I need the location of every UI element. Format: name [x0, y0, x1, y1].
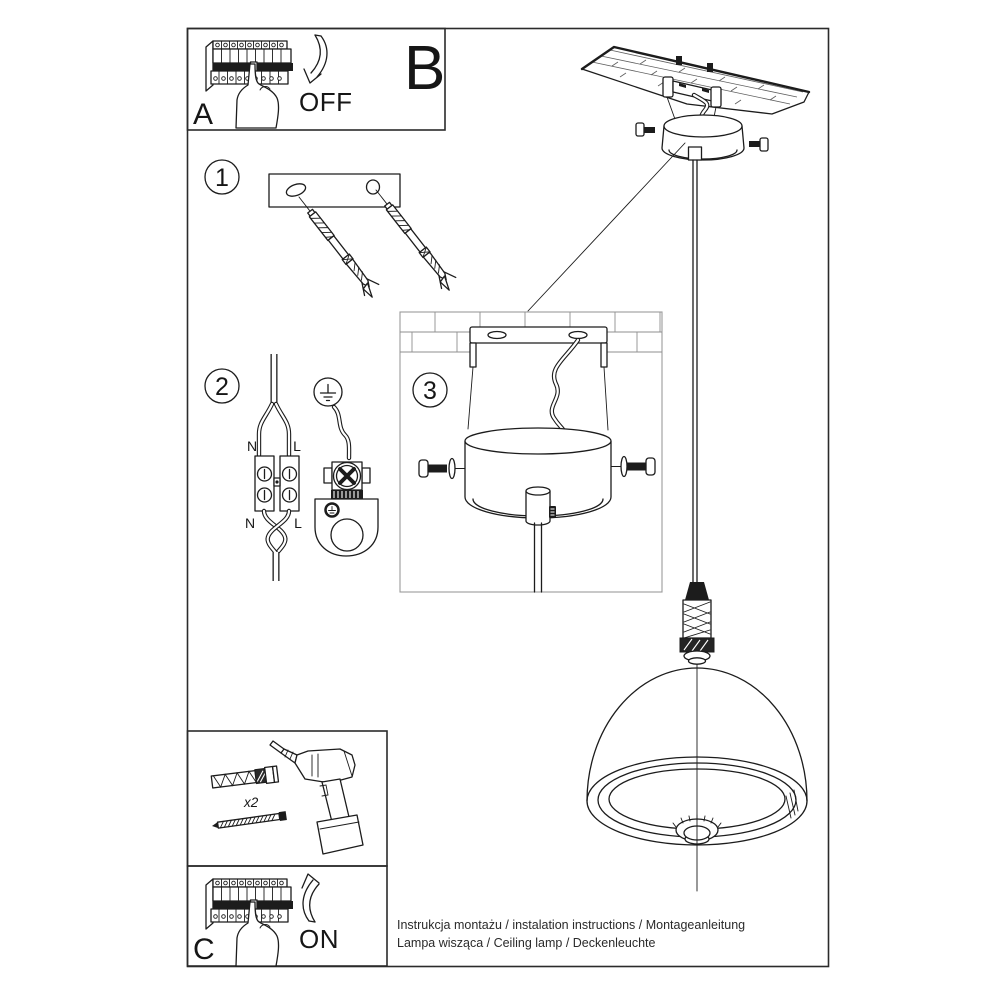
step-1: 1 [204, 159, 461, 301]
pendant-cord [692, 159, 698, 585]
pendant-cord [533, 522, 543, 593]
arrow-up-icon [301, 873, 320, 923]
ceiling-mount-illustration [527, 45, 811, 585]
step-3-number: 3 [423, 377, 437, 405]
panel-a-box [186, 27, 446, 131]
circuit-breaker-illustration [205, 40, 294, 129]
canopy-screw-icon [759, 137, 769, 152]
wall-anchor-icon [210, 765, 280, 789]
panel-a: A OFF [186, 27, 446, 131]
step-2-number: 2 [215, 373, 229, 401]
footer-line-2: Lampa wisząca / Ceiling lamp / Deckenleu… [397, 936, 656, 950]
wire-label-n-bottom: N [245, 515, 255, 531]
section-b-label: B [404, 34, 445, 103]
drill-icon [269, 740, 364, 855]
terminal-block-wiring: N L N L [245, 354, 302, 581]
mounting-plate [268, 173, 401, 208]
step-1-number: 1 [215, 164, 229, 192]
board-pin-icon [676, 56, 682, 65]
ground-connection [313, 377, 379, 557]
screw-anchor-icon [291, 190, 384, 301]
earth-symbol-icon [313, 377, 343, 407]
step-1-badge [204, 159, 240, 195]
footer-line-1: Instrukcja montażu / instalation instruc… [397, 918, 745, 932]
callout-line [527, 142, 686, 312]
mounting-bracket [469, 326, 608, 368]
step-3-box [399, 311, 663, 593]
panel-c-box [186, 865, 388, 967]
board-pin-icon [707, 63, 713, 72]
pendant-lamp [586, 582, 808, 892]
canopy-screw-icon [635, 122, 645, 137]
panel-a-label: A [193, 98, 213, 131]
step-3: 3 [399, 311, 663, 593]
canopy [464, 427, 612, 519]
main-frame [186, 27, 830, 968]
step-2: 2 N L N L [204, 354, 379, 581]
cord-grip [687, 146, 703, 161]
canopy-side-screws [418, 455, 656, 480]
step-3-badge [412, 372, 448, 408]
panel-c: C ON [186, 865, 388, 967]
circuit-breaker-illustration [205, 878, 294, 967]
anchor-quantity: x2 [243, 795, 259, 810]
tools-panel: x2 [186, 730, 388, 867]
step-2-badge [204, 368, 240, 404]
footer: Instrukcja montażu / instalation instruc… [397, 918, 745, 950]
screw-icon [212, 811, 287, 829]
arrow-down-icon [303, 34, 328, 84]
wire-label-l-bottom: L [294, 515, 302, 531]
lamp-socket [679, 582, 715, 665]
canopy [635, 114, 769, 161]
panel-a-action: OFF [299, 87, 353, 117]
panel-c-action: ON [299, 924, 339, 954]
wire-label-l-top: L [293, 438, 301, 454]
panel-c-label: C [193, 933, 215, 966]
ground-clamp [314, 461, 379, 557]
wire-label-n-top: N [247, 438, 257, 454]
cord-grip [525, 486, 556, 526]
